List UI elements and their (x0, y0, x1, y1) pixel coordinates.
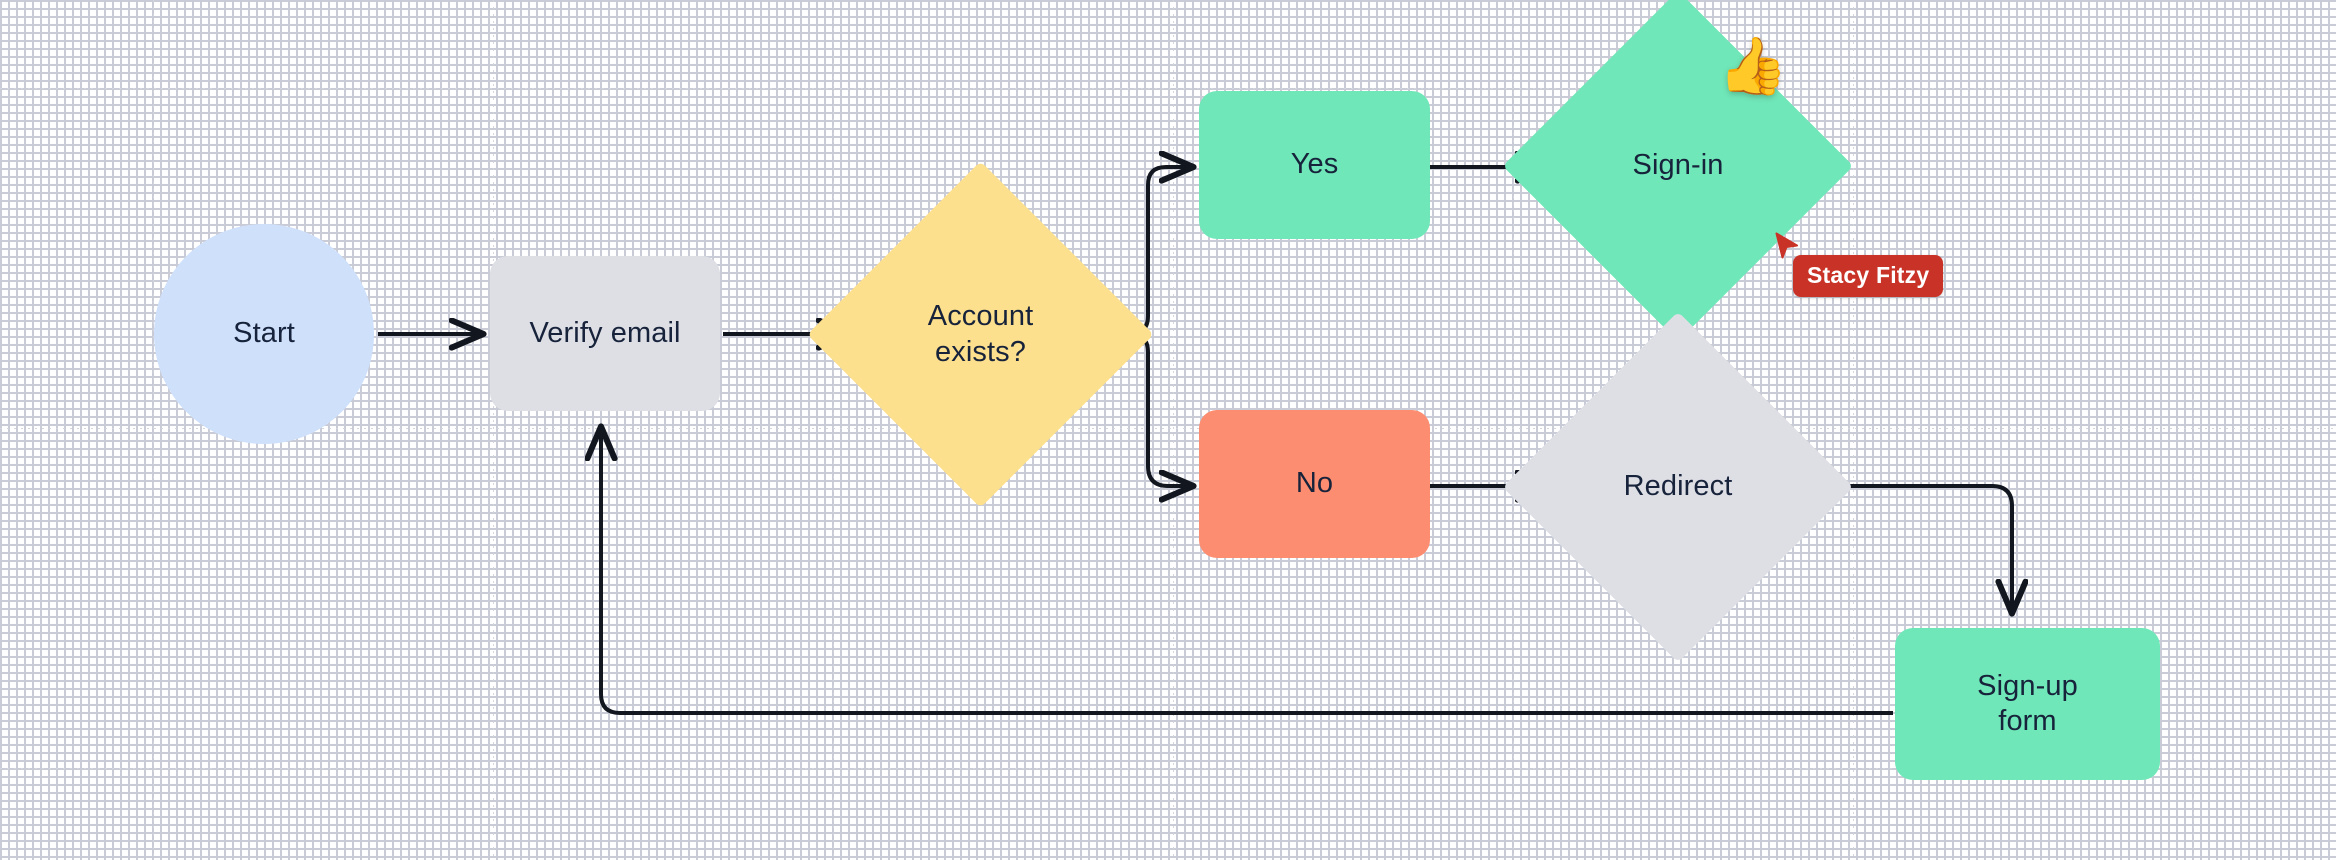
node-redirect-label: Redirect (1623, 470, 1733, 503)
node-no[interactable]: No (1199, 410, 1430, 558)
node-redirect[interactable]: Redirect (1502, 311, 1854, 663)
node-no-label: No (1295, 467, 1334, 500)
node-account-exists[interactable]: Account exists? (807, 161, 1154, 508)
edge-redirect-to-signup (1803, 484, 2012, 612)
thumbs-up-icon[interactable]: 👍 (1718, 34, 1788, 97)
node-verify-email-label: Verify email (529, 316, 681, 349)
edge-signup-back-to-verify (601, 428, 1893, 715)
node-yes[interactable]: Yes (1199, 91, 1430, 239)
node-verify-email[interactable]: Verify email (490, 256, 720, 411)
node-start-label: Start (233, 317, 295, 350)
node-start[interactable]: Start (154, 224, 374, 444)
node-account-exists-label: Account exists? (927, 300, 1034, 368)
node-sign-in-label: Sign-in (1632, 149, 1724, 182)
node-sign-in[interactable]: Sign-in (1502, 0, 1854, 342)
node-sign-up-form-label: Sign-up form (1977, 669, 2078, 737)
node-yes-label: Yes (1290, 148, 1339, 181)
node-sign-up-form[interactable]: Sign-up form (1895, 628, 2160, 780)
